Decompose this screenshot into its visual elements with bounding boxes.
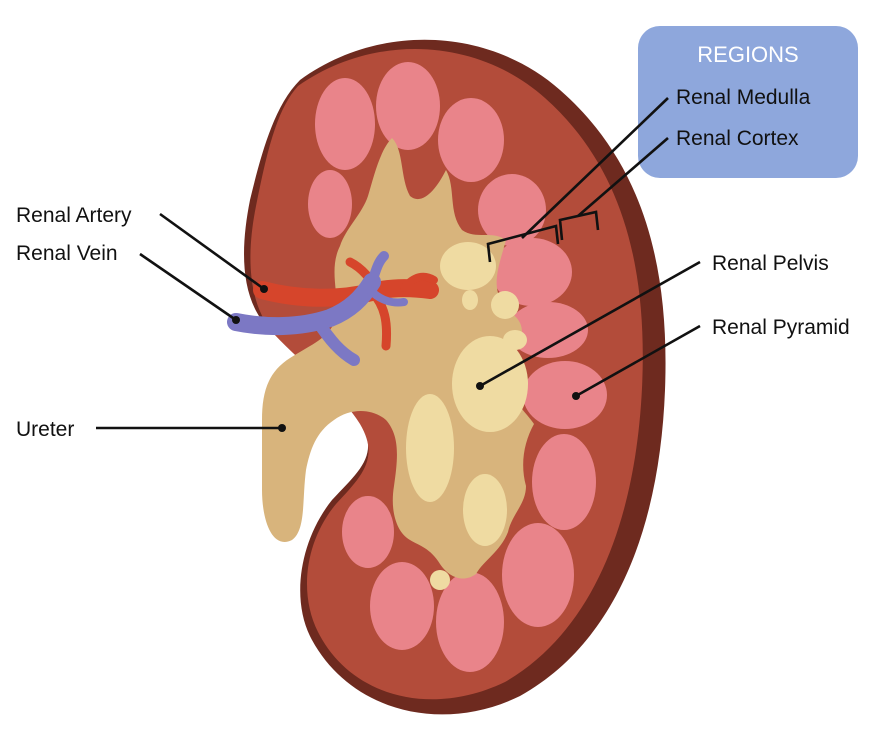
pyramid (438, 98, 504, 182)
sinus-lobe (503, 330, 527, 350)
pyramid (523, 361, 607, 429)
regions-box (638, 26, 858, 178)
dot-ureter (278, 424, 286, 432)
medulla-bracket (486, 224, 560, 263)
pyramid (478, 174, 546, 246)
dot-renal-vein (232, 316, 240, 324)
pyramid (370, 562, 434, 650)
dot-renal-pelvis (476, 382, 484, 390)
pyramid (502, 523, 574, 627)
pyramid (532, 434, 596, 530)
leader-renal-pelvis (479, 260, 701, 388)
regions-title: REGIONS (697, 42, 798, 67)
sinus-lobe (463, 474, 507, 546)
pyramid (315, 78, 375, 170)
label-ureter: Ureter (16, 418, 74, 441)
pyramid (308, 170, 352, 238)
pyramid (492, 238, 572, 306)
leader-renal-pyramid (575, 324, 701, 398)
pyramid (342, 496, 394, 568)
dot-renal-pyramid (572, 392, 580, 400)
renal-vein-vessel (227, 251, 408, 366)
label-renal-medulla: Renal Medulla (676, 86, 811, 109)
dot-renal-artery (260, 285, 268, 293)
sinus-lobe (440, 242, 496, 290)
sinus-lobe (430, 570, 450, 590)
leader-renal-artery (159, 212, 265, 291)
leader-renal-cortex (577, 137, 669, 217)
pyramid (376, 62, 440, 150)
label-renal-pyramid: Renal Pyramid (712, 316, 850, 339)
label-renal-vein: Renal Vein (16, 242, 118, 265)
sinus-lobe (491, 291, 519, 319)
sinus-lobe (406, 394, 454, 502)
leader-renal-vein (139, 252, 237, 322)
sinus-fat (406, 242, 528, 590)
pyramid (436, 572, 504, 672)
sinus-lobe (462, 290, 478, 310)
leader-renal-medulla (521, 97, 669, 239)
label-renal-cortex: Renal Cortex (676, 127, 799, 150)
label-renal-pelvis: Renal Pelvis (712, 252, 829, 275)
label-renal-artery: Renal Artery (16, 204, 132, 227)
pyramid (508, 302, 588, 358)
pyramids (308, 62, 607, 672)
sinus-lobe (452, 336, 528, 432)
